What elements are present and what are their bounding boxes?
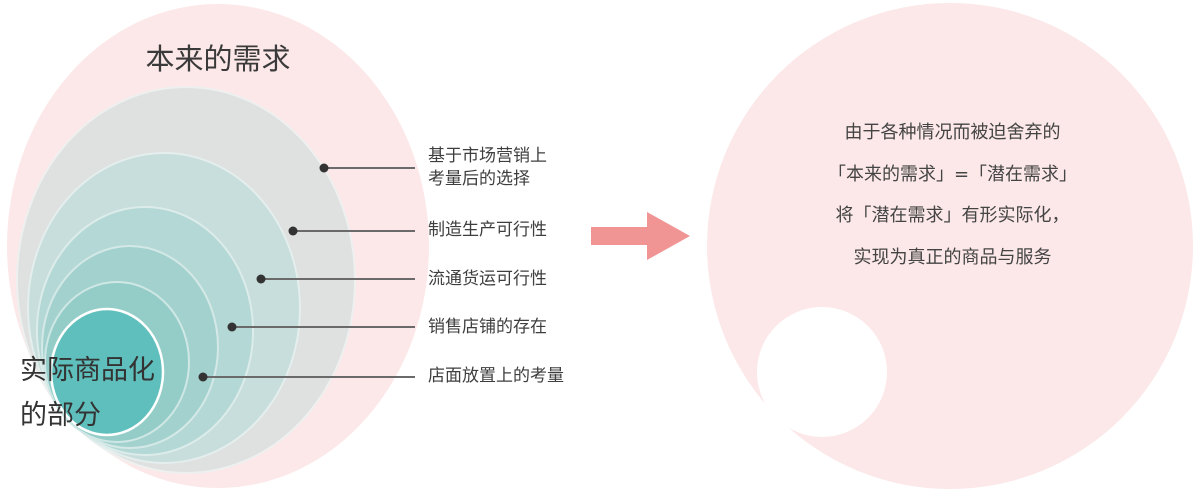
text-line-4: 实现为真正的商品与服务 <box>853 246 1052 268</box>
actual-product-line1: 实际商品化 <box>20 355 155 386</box>
original-demand-title: 本来的需求 <box>145 42 291 76</box>
leader-lines <box>203 167 415 378</box>
text-line-1: 由于各种情况而被迫舍弃的 <box>844 122 1061 143</box>
label-stores: 销售店铺的存在 <box>428 317 547 337</box>
label-manufacturing: 制造生产可行性 <box>428 220 547 240</box>
cutout-circle <box>757 307 887 437</box>
label-marketing: 基于市场营销上 考量后的选择 <box>428 145 547 191</box>
leader-dots <box>198 163 329 382</box>
actual-product-label: 实际商品化 的部分 <box>20 348 155 438</box>
label-shelf: 店面放置上的考量 <box>428 366 564 386</box>
label-marketing-line2: 考量后的选择 <box>428 169 530 189</box>
actual-product-circle <box>49 307 165 437</box>
label-marketing-line1: 基于市场营销上 <box>428 146 547 166</box>
label-logistics: 流通货运可行性 <box>428 269 547 289</box>
arrow-right-icon <box>591 212 690 260</box>
text-line-3: 将「潜在需求」有形实际化， <box>835 205 1070 226</box>
potential-demand-text: 由于各种情况而被迫舍弃的 「本来的需求」=「潜在需求」 将「潜在需求」有形实际化… <box>780 112 1125 278</box>
actual-product-line2: 的部分 <box>20 400 101 431</box>
text-line-2: 「本来的需求」=「潜在需求」 <box>827 163 1078 185</box>
